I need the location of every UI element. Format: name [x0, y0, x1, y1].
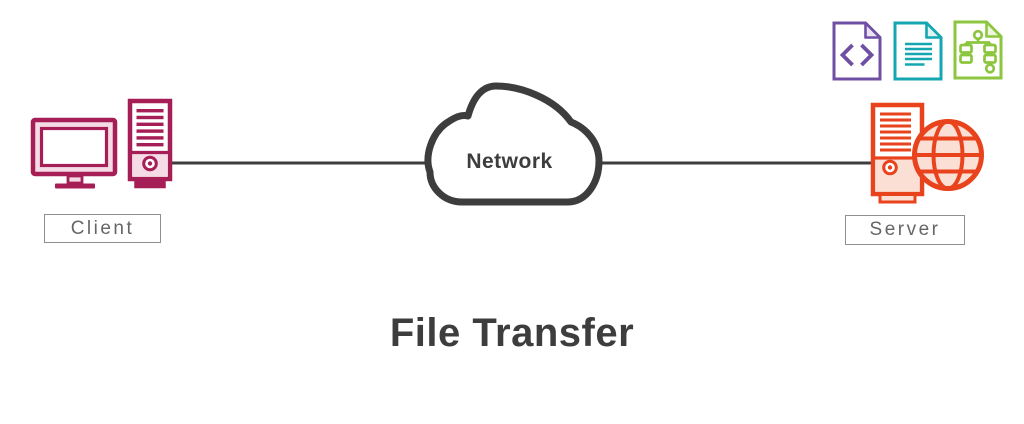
document-file-icon: [893, 21, 943, 81]
client-label-box: Client: [44, 214, 161, 243]
code-file-icon: [832, 21, 882, 81]
server-label: Server: [869, 219, 941, 240]
desktop-tower-icon: [127, 98, 173, 189]
diagram-file-icon: [953, 20, 1003, 80]
cloud-icon: [424, 82, 603, 206]
monitor-icon: [30, 117, 118, 189]
client-label: Client: [70, 217, 135, 239]
globe-icon: [912, 119, 984, 191]
network-label: Network: [466, 150, 553, 173]
page-title: File Transfer: [389, 311, 635, 355]
server-label-box: Server: [845, 215, 965, 245]
